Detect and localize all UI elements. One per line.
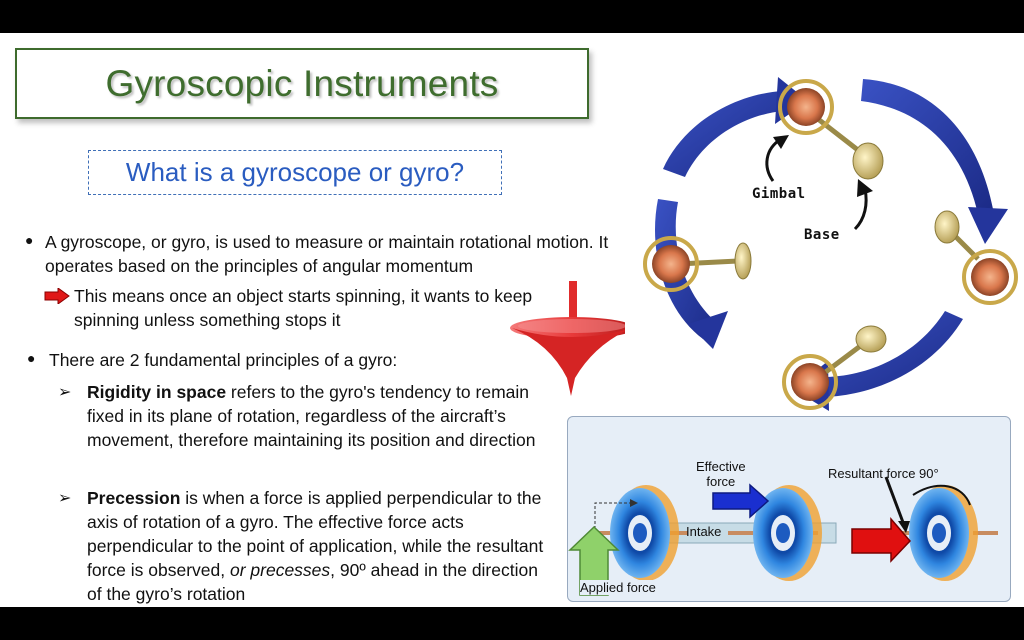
precession-text-a: is when a force is applied perpendicular…: [87, 488, 544, 580]
base-label: Base: [804, 227, 840, 243]
gyro-wheel-1: [610, 485, 679, 581]
gyro-wheel-2: [753, 485, 822, 581]
gimbal-label: Gimbal: [752, 186, 806, 202]
precession-diagram-graphic: [568, 476, 998, 596]
slide-subtitle: What is a gyroscope or gyro?: [125, 157, 465, 187]
gyroscope-top: [778, 79, 884, 180]
precession-italic: or precesses: [229, 560, 331, 580]
resultant-force-arrow: [851, 516, 912, 563]
precession-text-b: , 90º ahead in the direction of the gyro…: [87, 560, 538, 604]
bullet-rigidity: Rigidity in space refers to the gyro's t…: [87, 380, 537, 452]
rigidity-text: refers to the gyro's tendency to remain …: [87, 382, 536, 450]
bullet-spin-explanation: This means once an object starts spinnin…: [74, 286, 533, 330]
effective-force-arrow: [712, 483, 770, 519]
bullet-dot-icon: ●: [25, 232, 34, 248]
arrowhead-bullet-icon: ➢: [58, 490, 72, 507]
gyro-wheel-3: [909, 485, 978, 581]
gyroscope-cycle-diagram: [643, 77, 1018, 411]
bullet-precession: Precession is when a force is applied pe…: [87, 486, 557, 606]
subtitle-box: What is a gyroscope or gyro?: [88, 150, 502, 195]
intake-label: Intake: [686, 524, 722, 539]
title-box: Gyroscopic Instruments: [15, 48, 589, 119]
applied-force-label: Applied force: [580, 580, 656, 595]
spinning-top-image: [510, 281, 625, 396]
resultant-force-label: Resultant force 90°: [828, 466, 939, 481]
effective-force-label: Effective force: [696, 459, 746, 489]
rigidity-term: Rigidity in space: [87, 382, 227, 402]
bullet-principles-heading: There are 2 fundamental principles of a …: [49, 350, 398, 370]
precession-diagram: Effective force Resultant force 90° Inta…: [567, 416, 1011, 602]
arrowhead-bullet-icon: ➢: [58, 384, 72, 401]
gyroscope-left: [643, 236, 752, 292]
precession-term: Precession: [87, 488, 181, 508]
slide-title: Gyroscopic Instruments: [105, 62, 499, 104]
applied-force-arrow: [568, 525, 620, 596]
bullet-gyroscope-definition: A gyroscope, or gyro, is used to measure…: [45, 232, 609, 276]
red-arrow-icon: [44, 288, 70, 304]
bullet-dot-icon: ●: [27, 350, 36, 366]
slide: Gyroscopic Instruments What is a gyrosco…: [0, 33, 1024, 607]
gyroscope-bottom: [782, 325, 887, 410]
gyroscope-right: [934, 210, 1018, 305]
